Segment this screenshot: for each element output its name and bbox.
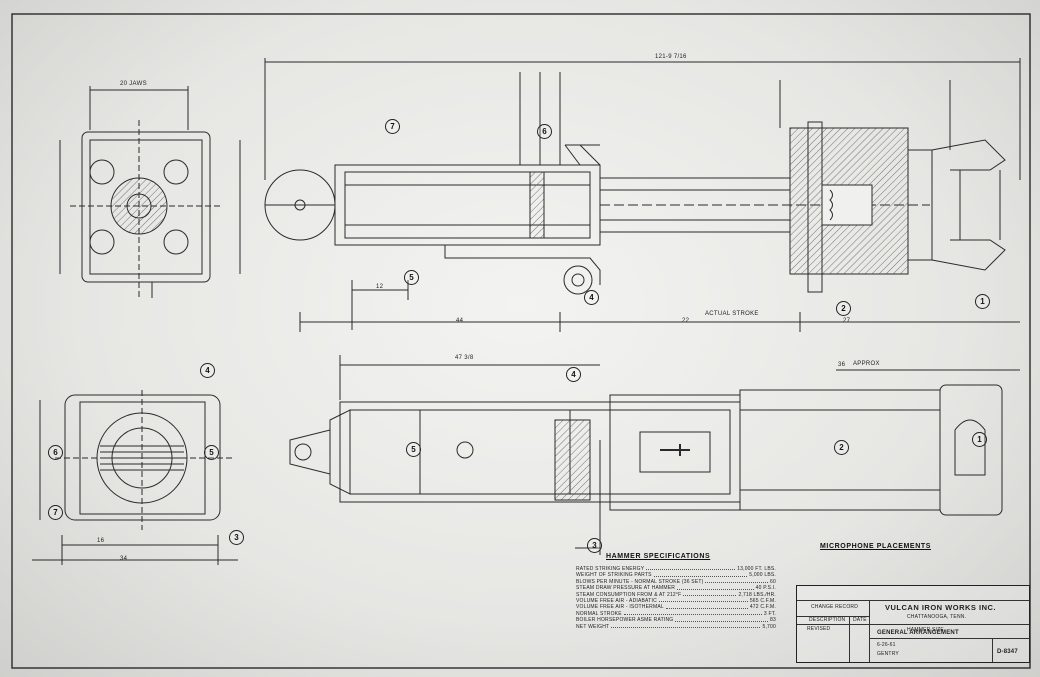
- jaws-label: 20 JAWS: [120, 81, 147, 87]
- dim-27: 27: [843, 318, 851, 324]
- balloon-6-bottom: 6: [48, 445, 63, 460]
- plan-view-bottom: [289, 355, 1020, 555]
- dim-36: 36: [838, 362, 846, 368]
- dim-12: 12: [376, 284, 384, 290]
- title-block: CHANGE RECORD DESCRIPTION DATE REVISED V…: [796, 585, 1030, 663]
- spec-name: WEIGHT OF STRIKING PARTS: [576, 572, 652, 579]
- actual-stroke-label: ACTUAL STROKE: [705, 311, 759, 317]
- spec-name: BLOWS PER MINUTE - NORMAL STROKE (36 SET…: [576, 578, 704, 585]
- spec-value: 5,000 LBS.: [749, 572, 776, 579]
- dim-44: 44: [456, 318, 464, 324]
- spec-name: VOLUME FREE AIR - ISOTHERMAL: [576, 604, 664, 611]
- balloon-3-plan: 3: [587, 538, 602, 553]
- approx-label: APPROX: [853, 361, 880, 367]
- spec-row: VOLUME FREE AIR - ISOTHERMAL 472 C.F.M.: [576, 604, 776, 610]
- balloon-5-bottom: 5: [204, 445, 219, 460]
- spec-row: STEAM CONSUMPTION FROM & AT 212°F 2,718 L…: [576, 592, 776, 598]
- spec-name: STEAM CONSUMPTION FROM & AT 212°F: [576, 591, 682, 598]
- balloon-4-plan: 4: [566, 367, 581, 382]
- spec-value: 2,718 LBS./HR.: [738, 591, 776, 598]
- revised-label: REVISED: [807, 626, 831, 632]
- company-location: CHATTANOOGA, TENN.: [907, 614, 967, 620]
- spec-name: NORMAL STROKE: [576, 610, 622, 617]
- balloon-1-plan: 1: [972, 432, 987, 447]
- balloon-2-plan: 2: [834, 440, 849, 455]
- spec-row: BLOWS PER MINUTE - NORMAL STROKE (36 SET…: [576, 579, 776, 585]
- balloon-1-top: 1: [975, 294, 990, 309]
- hammer-specifications-title: HAMMER SPECIFICATIONS: [606, 553, 711, 560]
- spec-value: 5,700: [762, 623, 776, 630]
- spec-row: STEAM DRAW PRESSURE AT HAMMER 40 P.S.I.: [576, 585, 776, 591]
- overall-length-dim: 121-9 7/16: [655, 54, 687, 60]
- balloon-5-top: 5: [404, 270, 419, 285]
- balloon-7-bottom: 7: [48, 505, 63, 520]
- balloon-5-plan: 5: [406, 442, 421, 457]
- end-view-bottom: [32, 390, 238, 565]
- hammer-specifications-table: RATED STRIKING ENERGY 13,000 FT. LBS. WEI…: [576, 566, 776, 630]
- spec-value: 83: [770, 617, 776, 624]
- company-name: VULCAN IRON WORKS INC.: [885, 603, 996, 612]
- side-elevation-top: [264, 58, 1021, 332]
- spec-value: 3 FT.: [763, 610, 776, 617]
- spec-value: 40 P.S.I.: [755, 585, 776, 592]
- balloon-4-bottom: 4: [200, 363, 215, 378]
- drawing-title: GENERAL ARRANGEMENT: [877, 630, 959, 636]
- dim-22: 22: [682, 318, 690, 324]
- balloon-7-top: 7: [385, 119, 400, 134]
- balloon-3-bottom: 3: [229, 530, 244, 545]
- dim-34: 34: [120, 556, 128, 562]
- balloon-2-top: 2: [836, 301, 851, 316]
- drawing-date: 6-26-61: [877, 642, 896, 648]
- spec-value: 13,000 FT. LBS.: [737, 566, 776, 572]
- description-label: DESCRIPTION: [809, 617, 846, 623]
- spec-row: RATED STRIKING ENERGY 13,000 FT. LBS.: [576, 566, 776, 572]
- microphone-placements-title: MICROPHONE PLACEMENTS: [820, 543, 931, 550]
- date-label: DATE: [853, 617, 867, 623]
- drawing-number: D-8347: [997, 649, 1018, 655]
- spec-name: BOILER HORSEPOWER ASME RATING: [576, 617, 674, 624]
- drawn-by: GENTRY: [877, 651, 899, 657]
- spec-name: STEAM DRAW PRESSURE AT HAMMER: [576, 585, 676, 592]
- spec-row: NORMAL STROKE 3 FT.: [576, 611, 776, 617]
- spec-value: 60: [770, 578, 776, 585]
- balloon-6-top: 6: [537, 124, 552, 139]
- spec-row: WEIGHT OF STRIKING PARTS 5,000 LBS.: [576, 572, 776, 578]
- balloon-4-top: 4: [584, 290, 599, 305]
- spec-name: RATED STRIKING ENERGY: [576, 566, 645, 572]
- spec-row: NET WEIGHT 5,700: [576, 624, 776, 630]
- spec-value: 565 C.F.M.: [749, 598, 776, 605]
- change-record-label: CHANGE RECORD: [811, 604, 859, 610]
- spec-name: NET WEIGHT: [576, 623, 610, 630]
- spec-value: 472 C.F.M.: [749, 604, 776, 611]
- spec-row: VOLUME FREE AIR - ADIABATIC 565 C.F.M.: [576, 598, 776, 604]
- dim-16: 16: [97, 538, 105, 544]
- spec-row: BOILER HORSEPOWER ASME RATING 83: [576, 617, 776, 623]
- spec-name: VOLUME FREE AIR - ADIABATIC: [576, 598, 657, 605]
- dim-47: 47 3/8: [455, 355, 474, 361]
- end-view-top: [59, 86, 241, 300]
- hammer-size-label: HAMMER SIZE: [907, 627, 944, 633]
